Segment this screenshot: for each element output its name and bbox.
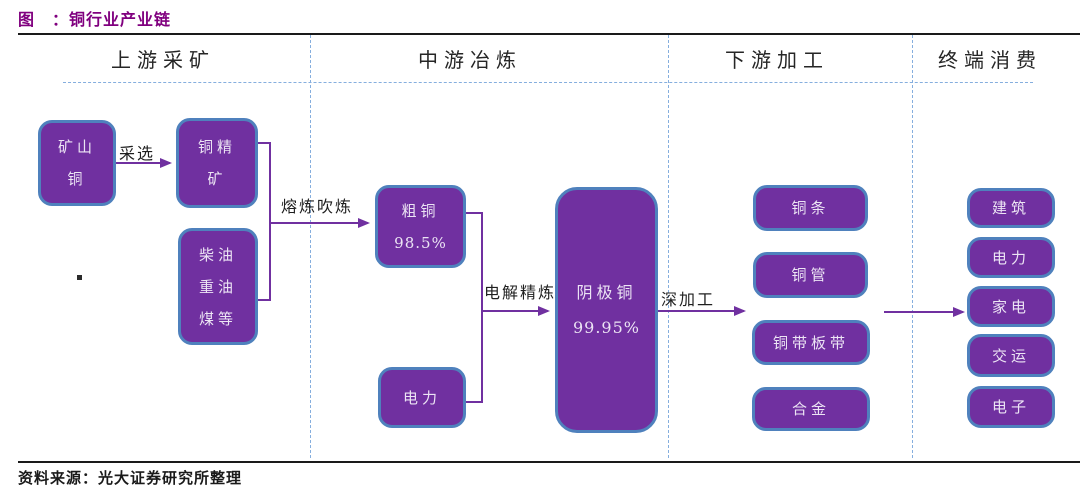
- node-copper-bar: 铜条: [753, 185, 868, 231]
- figure-title: 图 ：铜行业产业链: [18, 10, 172, 29]
- source-note: 资料来源：光大证券研究所整理: [18, 469, 243, 487]
- edge-label-smelting: 熔炼吹炼: [281, 197, 354, 216]
- node-blister-copper: 粗铜 98.5%: [375, 185, 466, 268]
- node-copper-strip-label: 铜带板带: [772, 333, 849, 352]
- node-fuel: 柴油 重油 煤等: [178, 228, 258, 345]
- node-blister-copper-name: 粗铜: [401, 201, 440, 220]
- node-copper-concentrate: 铜精 矿: [176, 118, 258, 208]
- node-fuel-line2: 重油: [198, 277, 237, 296]
- edge-label-refining: 电解精炼: [484, 283, 557, 302]
- divider-downstream-terminal: [912, 35, 913, 458]
- bracket-smelting: [258, 142, 271, 301]
- node-transport: 交运: [967, 334, 1055, 377]
- section-header-upstream: 上游采矿: [111, 48, 215, 72]
- node-electricity-input: 电力: [378, 367, 466, 428]
- node-power-label: 电力: [991, 248, 1030, 267]
- header-divider-line: [63, 82, 1033, 83]
- node-appliance-label: 家电: [991, 297, 1030, 316]
- node-mine-copper-line1: 矿山: [57, 138, 96, 156]
- node-electronics: 电子: [967, 386, 1055, 428]
- node-copper-bar-label: 铜条: [791, 199, 830, 217]
- node-appliance: 家电: [967, 286, 1055, 327]
- node-cathode-copper-name: 阴极铜: [576, 282, 637, 302]
- divider-midstream-downstream: [668, 35, 669, 458]
- node-mine-copper: 矿山 铜: [38, 120, 116, 206]
- section-header-midstream: 中游冶炼: [418, 48, 522, 72]
- node-construction: 建筑: [967, 188, 1055, 228]
- section-header-terminal: 终端消费: [938, 48, 1042, 72]
- edge-label-mining: 采选: [119, 144, 156, 163]
- node-cathode-copper: 阴极铜 99.95%: [555, 187, 658, 433]
- node-blister-copper-purity: 98.5%: [394, 233, 447, 252]
- node-cathode-copper-purity: 99.95%: [572, 318, 640, 337]
- node-copper-tube-label: 铜管: [791, 266, 830, 284]
- node-construction-label: 建筑: [991, 199, 1030, 217]
- node-copper-concentrate-line2: 矿: [207, 170, 227, 188]
- bracket-refining: [466, 212, 483, 403]
- node-power: 电力: [967, 237, 1055, 278]
- edge-label-processing: 深加工: [661, 290, 716, 309]
- top-rule: [18, 33, 1080, 35]
- bottom-rule: [18, 461, 1080, 463]
- divider-upstream-midstream: [310, 35, 311, 458]
- node-copper-tube: 铜管: [753, 252, 868, 298]
- node-alloy: 合金: [752, 387, 870, 431]
- node-electronics-label: 电子: [991, 398, 1030, 416]
- section-header-downstream: 下游加工: [725, 48, 829, 72]
- node-copper-strip: 铜带板带: [752, 320, 870, 365]
- node-transport-label: 交运: [991, 346, 1030, 365]
- node-mine-copper-line2: 铜: [67, 170, 87, 188]
- node-fuel-line3: 煤等: [198, 309, 237, 328]
- node-fuel-line1: 柴油: [198, 245, 237, 264]
- node-electricity-input-label: 电力: [402, 388, 441, 407]
- node-copper-concentrate-line1: 铜精: [197, 138, 236, 156]
- stray-dot: [77, 275, 82, 280]
- node-alloy-label: 合金: [791, 400, 830, 418]
